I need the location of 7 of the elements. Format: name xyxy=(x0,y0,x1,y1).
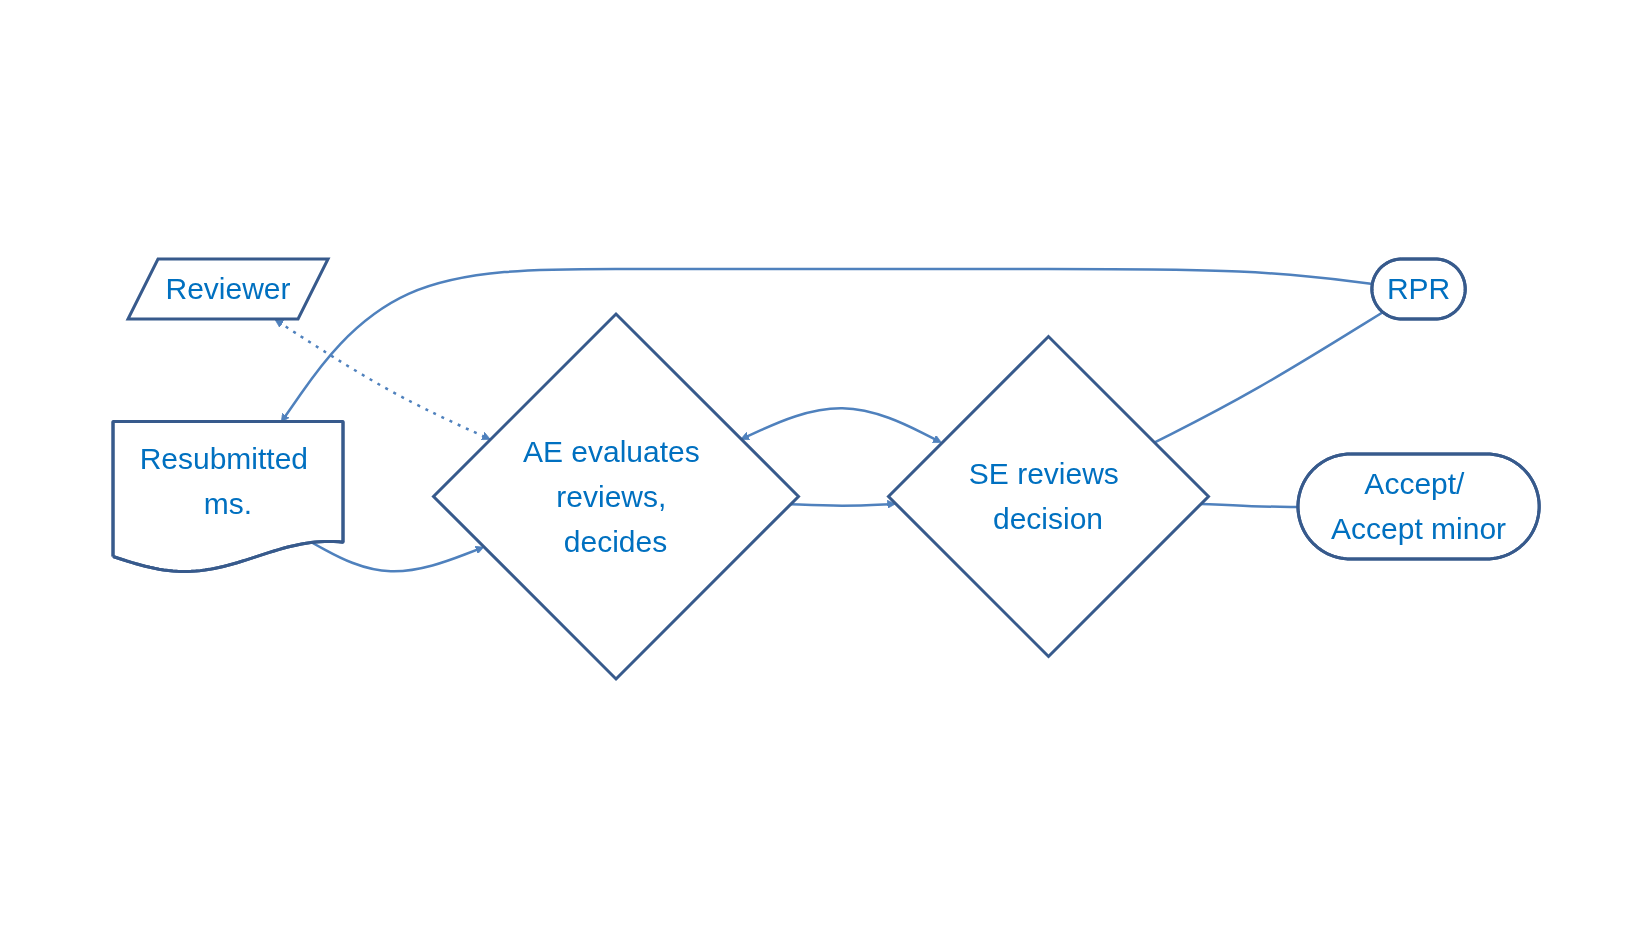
arrow xyxy=(740,406,942,443)
connector xyxy=(1153,310,1384,444)
arrow xyxy=(790,499,896,509)
node-diamond: SE reviews decision xyxy=(886,333,1211,659)
arrow xyxy=(274,318,491,440)
arrow xyxy=(311,541,484,572)
node-diamond: AE evaluates reviews, decides xyxy=(431,311,801,681)
